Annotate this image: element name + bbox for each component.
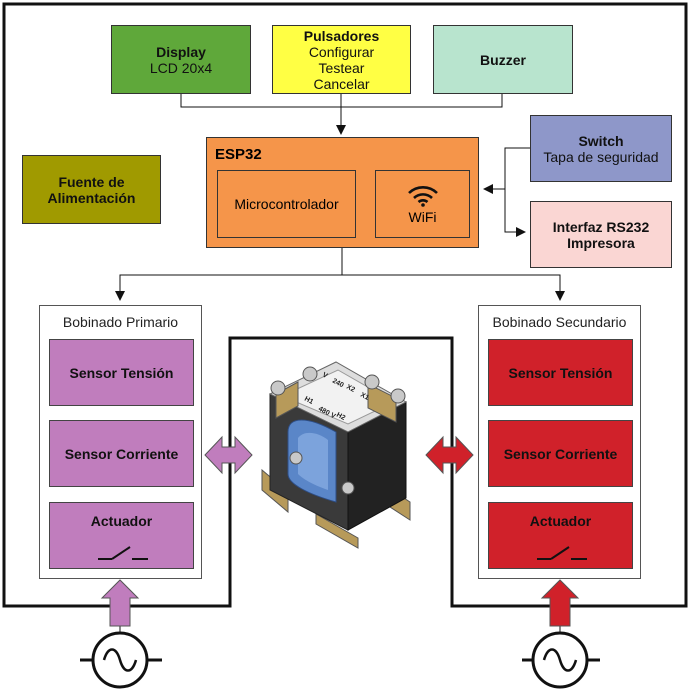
wifi-icon bbox=[407, 186, 438, 207]
display-title: Display bbox=[156, 43, 206, 60]
transformer-label-3: H2 bbox=[335, 412, 346, 422]
switch-symbol-icon bbox=[537, 546, 587, 560]
secundario-actuador-label: Actuador bbox=[529, 513, 592, 529]
pulsadores-box: Pulsadores Configurar Testear Cancelar bbox=[272, 25, 411, 94]
bobinado-primario-title: Bobinado Primario bbox=[62, 314, 179, 330]
transformer-label-4: X1 bbox=[359, 392, 370, 402]
secondary-double-arrow bbox=[425, 435, 474, 475]
rs232-box: Interfaz RS232 Impresora bbox=[530, 201, 672, 268]
switch-box: Switch Tapa de seguridad bbox=[530, 115, 672, 182]
pulsadores-title: Pulsadores bbox=[303, 27, 380, 44]
fuente-line-1: Fuente de bbox=[58, 173, 125, 190]
fuente-box: Fuente de Alimentación bbox=[22, 155, 161, 224]
rs232-line-1: Interfaz RS232 bbox=[552, 218, 650, 235]
primario-sensor-tension: Sensor Tensión bbox=[49, 339, 194, 406]
secundario-actuador: Actuador bbox=[488, 502, 633, 569]
ac-source-primary-icon bbox=[80, 631, 162, 689]
primario-actuador-label: Actuador bbox=[90, 513, 153, 529]
primary-double-arrow bbox=[204, 435, 253, 475]
ac-source-secondary-icon bbox=[522, 631, 600, 689]
fuente-line-2: Alimentación bbox=[47, 189, 136, 206]
primario-sensor-corriente: Sensor Corriente bbox=[49, 420, 194, 487]
switch-subtitle: Tapa de seguridad bbox=[543, 148, 659, 165]
bobinado-primario-panel: Bobinado Primario Sensor Tensión Sensor … bbox=[39, 305, 202, 579]
wifi-label: WiFi bbox=[408, 209, 437, 225]
wifi-box: WiFi bbox=[375, 170, 470, 238]
bobinado-secundario-panel: Bobinado Secundario Sensor Tensión Senso… bbox=[478, 305, 641, 579]
secundario-sensor-corriente: Sensor Corriente bbox=[488, 420, 633, 487]
pulsadores-line-2: Testear bbox=[318, 59, 365, 76]
primario-sensor-corriente-label: Sensor Corriente bbox=[64, 445, 179, 462]
secundario-sensor-corriente-label: Sensor Corriente bbox=[503, 445, 618, 462]
esp32-title: ESP32 bbox=[215, 146, 262, 163]
outer-frame bbox=[2, 2, 688, 608]
buzzer-box: Buzzer bbox=[433, 25, 573, 94]
display-subtitle: LCD 20x4 bbox=[149, 59, 213, 76]
secundario-sensor-tension-label: Sensor Tensión bbox=[508, 364, 613, 381]
microcontrolador-label: Microcontrolador bbox=[234, 196, 339, 212]
secundario-sensor-tension: Sensor Tensión bbox=[488, 339, 633, 406]
transformer-label-6: 240 bbox=[331, 378, 345, 390]
buzzer-title: Buzzer bbox=[480, 51, 526, 68]
transformer-label-5: X2 bbox=[345, 384, 356, 394]
secondary-source-arrow bbox=[540, 579, 580, 627]
transformer-label-2: H1 bbox=[303, 396, 314, 406]
pulsadores-line-3: Cancelar bbox=[313, 75, 370, 92]
display-box: Display LCD 20x4 bbox=[111, 25, 251, 94]
bobinado-secundario-title: Bobinado Secundario bbox=[492, 314, 627, 330]
switch-title: Switch bbox=[578, 132, 624, 149]
transformer-image: 480 V H1 H2 X1 X2 240 V bbox=[261, 361, 411, 549]
transformer-label-7: V bbox=[321, 372, 329, 381]
microcontrolador-box: Microcontrolador bbox=[217, 170, 356, 238]
esp32-box: ESP32 Microcontrolador WiFi bbox=[206, 137, 479, 248]
pulsadores-line-1: Configurar bbox=[308, 43, 375, 60]
primary-source-arrow bbox=[100, 579, 140, 627]
primario-actuador: Actuador bbox=[49, 502, 194, 569]
rs232-line-2: Impresora bbox=[567, 234, 635, 251]
primario-sensor-tension-label: Sensor Tensión bbox=[69, 364, 174, 381]
switch-symbol-icon bbox=[98, 546, 148, 560]
